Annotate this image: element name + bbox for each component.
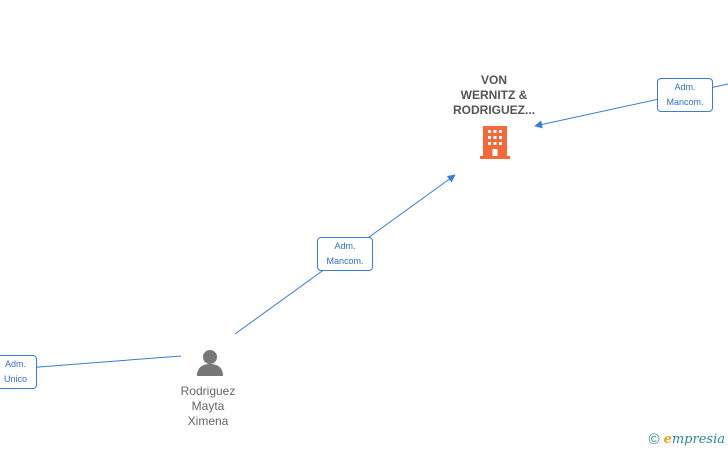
- company-name-line-1: VON: [480, 73, 507, 87]
- brand-logo-rest: mpresia: [671, 431, 725, 447]
- edge-label-adm-unico[interactable]: Adm. Unico: [0, 355, 37, 389]
- edge-label-line-1: Adm.: [674, 82, 696, 92]
- brand-logo: empresia: [664, 432, 725, 447]
- person-name-line-2: Mayta: [191, 399, 225, 413]
- edge-label-adm-mancom-external[interactable]: Adm. Mancom.: [657, 78, 713, 112]
- edge-label-line-2: Mancom.: [326, 256, 364, 266]
- brand-logo-initial: e: [663, 431, 672, 447]
- building-icon[interactable]: [480, 126, 510, 159]
- edge-label-line-2: Mancom.: [666, 97, 704, 107]
- empresia-watermark: © empresia: [649, 429, 725, 449]
- copyright-icon: ©: [648, 430, 660, 448]
- edge-label-adm-mancom[interactable]: Adm. Mancom.: [317, 237, 373, 271]
- company-name-line-3: RODRIGUEZ...: [452, 103, 535, 117]
- edge-label-line-1: Adm.: [4, 359, 26, 369]
- company-name[interactable]: VON WERNITZ & RODRIGUEZ...: [430, 73, 558, 118]
- person-name[interactable]: Rodriguez Mayta Ximena: [160, 384, 256, 429]
- edge-label-line-2: Unico: [3, 374, 27, 384]
- edge-label-line-1: Adm.: [334, 241, 356, 251]
- company-name-line-2: WERNITZ &: [460, 88, 528, 102]
- person-name-line-3: Ximena: [187, 414, 229, 428]
- person-name-line-1: Rodriguez: [180, 384, 236, 398]
- person-icon[interactable]: [197, 350, 223, 376]
